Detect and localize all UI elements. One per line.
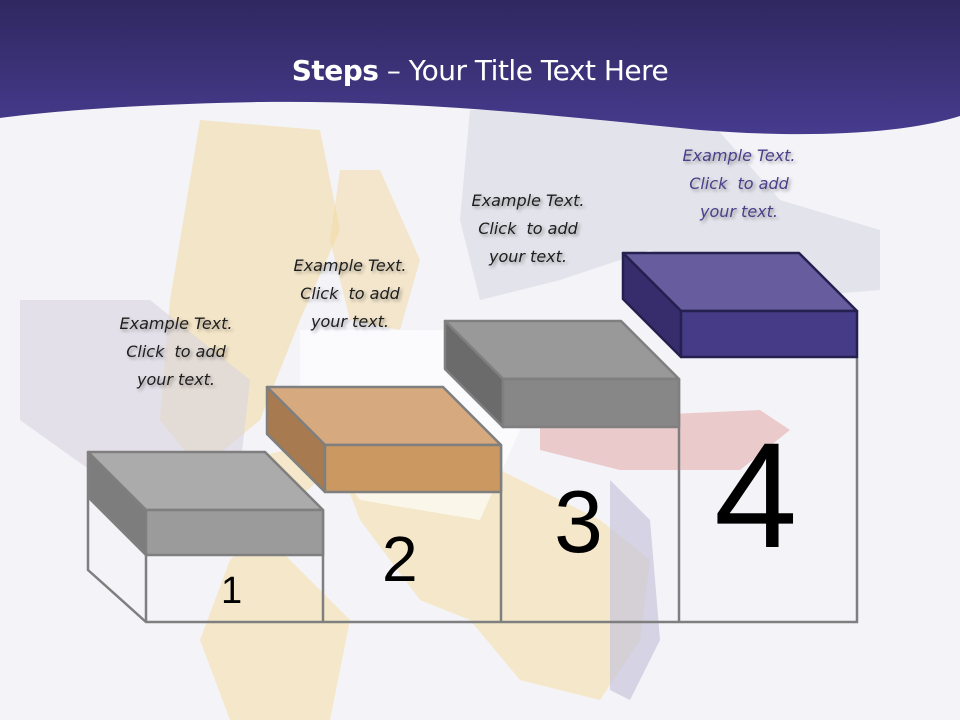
step-2-number: 2 (382, 523, 418, 595)
title-bold: Steps (291, 54, 379, 87)
step-1-block (86, 450, 325, 557)
caption-line: Click to add (689, 174, 789, 193)
caption-line: your text. (488, 247, 567, 266)
caption-line: Example Text. (682, 146, 796, 165)
caption-line: your text. (699, 202, 778, 221)
title-rest: – Your Title Text Here (378, 54, 669, 87)
step-4-block (621, 251, 859, 359)
step-1-caption[interactable]: Example Text. Click to add your text. (96, 310, 256, 394)
step-3-caption[interactable]: Example Text. Click to add your text. (448, 187, 608, 271)
step-4-caption[interactable]: Example Text. Click to add your text. (659, 142, 819, 226)
caption-line: Example Text. (293, 256, 407, 275)
caption-line: Example Text. (119, 314, 233, 333)
slide-title[interactable]: Steps – Your Title Text Here (0, 54, 960, 87)
step-3-block (443, 319, 681, 429)
caption-line: Click to add (300, 284, 400, 303)
step-2-block (265, 385, 503, 494)
caption-line: your text. (310, 312, 389, 331)
caption-line: your text. (136, 370, 215, 389)
step-2-caption[interactable]: Example Text. Click to add your text. (270, 252, 430, 336)
caption-line: Example Text. (471, 191, 585, 210)
caption-line: Click to add (126, 342, 226, 361)
caption-line: Click to add (478, 219, 578, 238)
step-1-number: 1 (221, 570, 243, 612)
step-3-number: 3 (554, 472, 603, 571)
step-4-number: 4 (714, 411, 798, 579)
header-band (0, 0, 960, 135)
